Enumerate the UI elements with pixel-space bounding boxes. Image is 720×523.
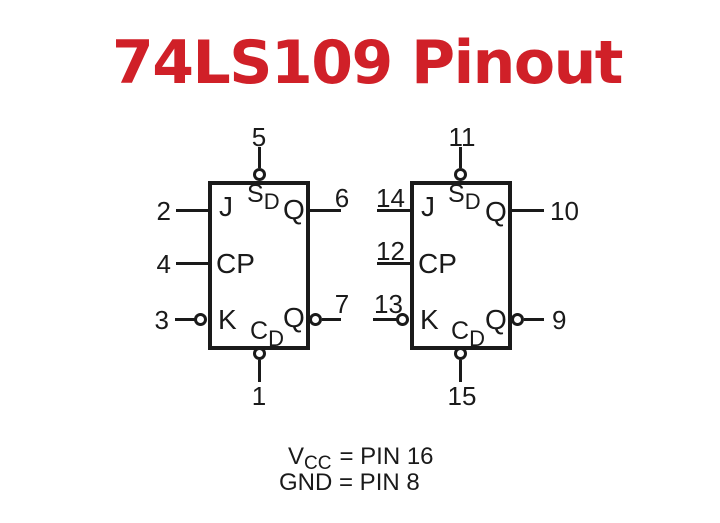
pin-line-j <box>176 209 208 212</box>
pin-number-preset: 11 <box>448 122 476 152</box>
pin-line-k <box>175 318 195 321</box>
pin-line-cp <box>176 262 208 265</box>
clear-sub: D <box>469 326 485 351</box>
clear-sub: D <box>268 326 284 351</box>
pin-number-qbar: 9 <box>552 305 567 335</box>
k-input-label: K <box>218 304 237 335</box>
active-low-bubble-k <box>194 313 207 326</box>
pin-line-q <box>512 209 544 212</box>
pin-number-cp: 12 <box>376 236 405 266</box>
vcc-main: V <box>288 443 305 470</box>
pin-number-q: 10 <box>550 196 579 226</box>
active-low-bubble-clear <box>454 347 467 360</box>
vcc-rest: = PIN 16 <box>339 443 434 470</box>
pin-line-preset <box>459 147 462 168</box>
pin-line-k <box>373 318 397 321</box>
pin-number-qbar: 7 <box>334 289 350 319</box>
q-output-label: Q <box>485 196 507 227</box>
pin-number-cp: 4 <box>156 249 171 279</box>
pin-number-clear: 15 <box>447 381 477 411</box>
clear-main: C <box>451 317 470 345</box>
vcc-sub: CC <box>304 453 332 474</box>
pin-number-q: 6 <box>334 183 350 213</box>
set-main: S <box>247 180 264 208</box>
pin-number-preset: 5 <box>251 122 267 152</box>
active-low-bubble-qbar <box>309 313 322 326</box>
page-title: 74LS109 Pinout <box>112 28 623 98</box>
k-input-label: K <box>420 304 439 335</box>
pin-line-cp <box>377 262 410 265</box>
clear-input-label: CD <box>451 317 485 350</box>
pin-number-j: 14 <box>376 183 405 213</box>
j-input-label: J <box>421 191 435 222</box>
q-output-label: Q <box>283 194 305 225</box>
pin-number-clear: 1 <box>251 381 267 411</box>
cp-input-label: CP <box>418 248 457 279</box>
pin-line-preset <box>258 147 261 168</box>
ff-body <box>208 181 310 350</box>
qbar-output-label: Q <box>283 302 305 333</box>
set-sub: D <box>263 189 280 214</box>
pin-number-k: 3 <box>154 305 169 335</box>
active-low-bubble-k <box>396 313 409 326</box>
clear-input-label: CD <box>250 317 284 350</box>
ff-body <box>410 181 512 350</box>
j-input-label: J <box>219 191 233 222</box>
pin-line-q <box>310 209 341 212</box>
gnd-note: GND = PIN 8 <box>279 469 420 496</box>
pin-line-clear <box>459 360 462 382</box>
pin-number-j: 2 <box>156 196 171 226</box>
pin-line-j <box>377 209 410 212</box>
clear-main: C <box>250 317 269 345</box>
set-input-label: SD <box>247 180 280 213</box>
set-main: S <box>448 180 465 208</box>
pin-line-clear <box>258 360 261 382</box>
set-sub: D <box>464 189 481 214</box>
pin-line-qbar <box>524 318 544 321</box>
pin-number-k: 13 <box>374 289 403 319</box>
qbar-output-label: Q <box>485 304 507 335</box>
active-low-bubble-preset <box>253 168 266 181</box>
active-low-bubble-preset <box>454 168 467 181</box>
pin-line-qbar <box>322 318 341 321</box>
set-input-label: SD <box>448 180 481 213</box>
vcc-note: VCC = PIN 16 <box>288 443 434 474</box>
active-low-bubble-clear <box>253 347 266 360</box>
active-low-bubble-qbar <box>511 313 524 326</box>
cp-input-label: CP <box>216 248 255 279</box>
